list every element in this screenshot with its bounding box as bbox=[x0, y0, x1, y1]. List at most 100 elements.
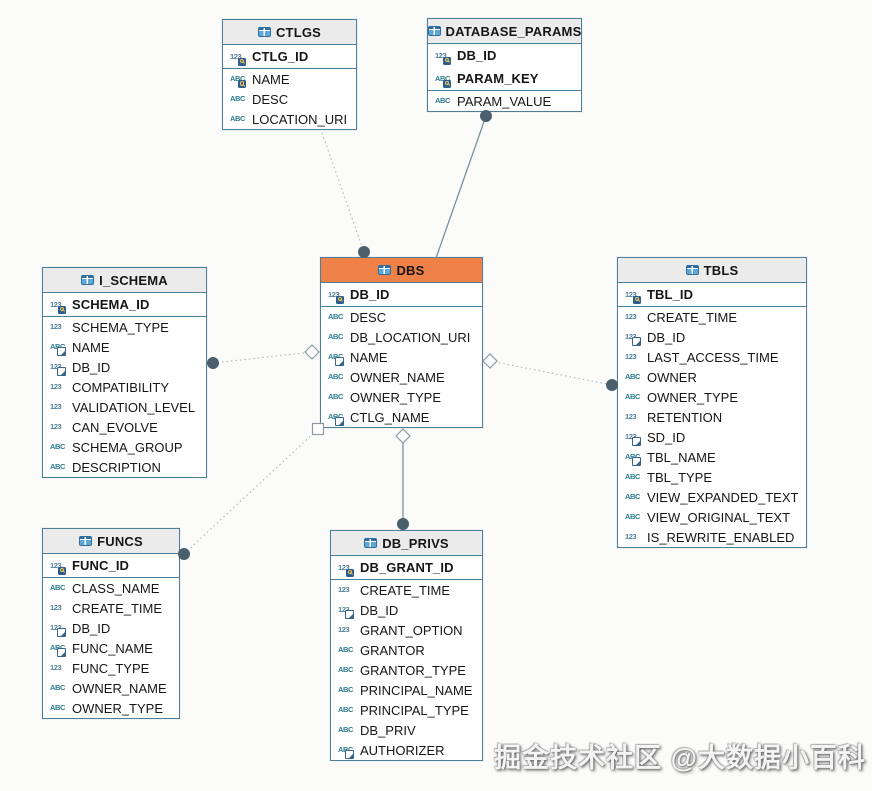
table-header[interactable]: DBS bbox=[321, 258, 482, 283]
table-header[interactable]: DB_PRIVS bbox=[331, 531, 482, 556]
relation-endpoint-diamond bbox=[304, 344, 320, 360]
table-header[interactable]: DATABASE_PARAMS bbox=[427, 19, 581, 44]
column-label: DESC bbox=[252, 91, 289, 107]
text-type-icon: ABC bbox=[625, 492, 641, 501]
column-label: GRANT_OPTION bbox=[360, 622, 463, 638]
column-label: NAME bbox=[252, 71, 290, 87]
columns-section: 123SCHEMA_TYPEABCNAME123DB_ID123COMPATIB… bbox=[43, 317, 206, 477]
table-header[interactable]: I_SCHEMA bbox=[43, 268, 206, 293]
text-type-icon: ABC bbox=[338, 745, 355, 759]
text-type-icon: ABC bbox=[50, 462, 66, 471]
numeric-type-icon: 123 bbox=[328, 290, 345, 304]
relation-line-ctlgs-dbs bbox=[321, 132, 365, 253]
table-header[interactable]: CTLGS bbox=[223, 20, 356, 45]
column-label: FUNC_ID bbox=[72, 558, 130, 573]
table-header[interactable]: FUNCS bbox=[43, 529, 179, 554]
columns-section: ABCCLASS_NAME123CREATE_TIME123DB_IDABCFU… bbox=[43, 578, 179, 718]
table-dbs[interactable]: DBS123DB_IDABCDESCABCDB_LOCATION_URIABCN… bbox=[320, 257, 483, 428]
column-ctlg-name[interactable]: ABCCTLG_NAME bbox=[321, 407, 482, 427]
column-label: DB_ID bbox=[457, 48, 497, 63]
column-func-name[interactable]: ABCFUNC_NAME bbox=[43, 638, 179, 658]
columns-section: ABCDESCABCDB_LOCATION_URIABCNAMEABCOWNER… bbox=[321, 307, 482, 427]
text-type-icon: ABC bbox=[338, 685, 354, 694]
primary-key-icon bbox=[443, 79, 451, 88]
column-label: OWNER_NAME bbox=[72, 680, 167, 696]
relation-endpoint-dot bbox=[178, 548, 190, 560]
table-i-schema[interactable]: I_SCHEMA123SCHEMA_ID123SCHEMA_TYPEABCNAM… bbox=[42, 267, 207, 478]
column-label: CREATE_TIME bbox=[360, 582, 451, 598]
relation-line-dbs-tbls bbox=[489, 360, 613, 386]
key-divider bbox=[321, 306, 482, 307]
relation-line-i_schema-dbs bbox=[212, 351, 313, 364]
column-name[interactable]: ABC NAME bbox=[223, 69, 356, 89]
primary-key-icon bbox=[58, 566, 66, 575]
table-header[interactable]: TBLS bbox=[618, 258, 806, 283]
column-authorizer[interactable]: ABCAUTHORIZER bbox=[331, 740, 482, 760]
text-type-icon: ABC bbox=[625, 372, 641, 381]
text-type-icon: ABC bbox=[435, 74, 452, 88]
text-type-icon: ABC bbox=[230, 74, 247, 88]
numeric-type-icon: 123 bbox=[50, 663, 62, 672]
